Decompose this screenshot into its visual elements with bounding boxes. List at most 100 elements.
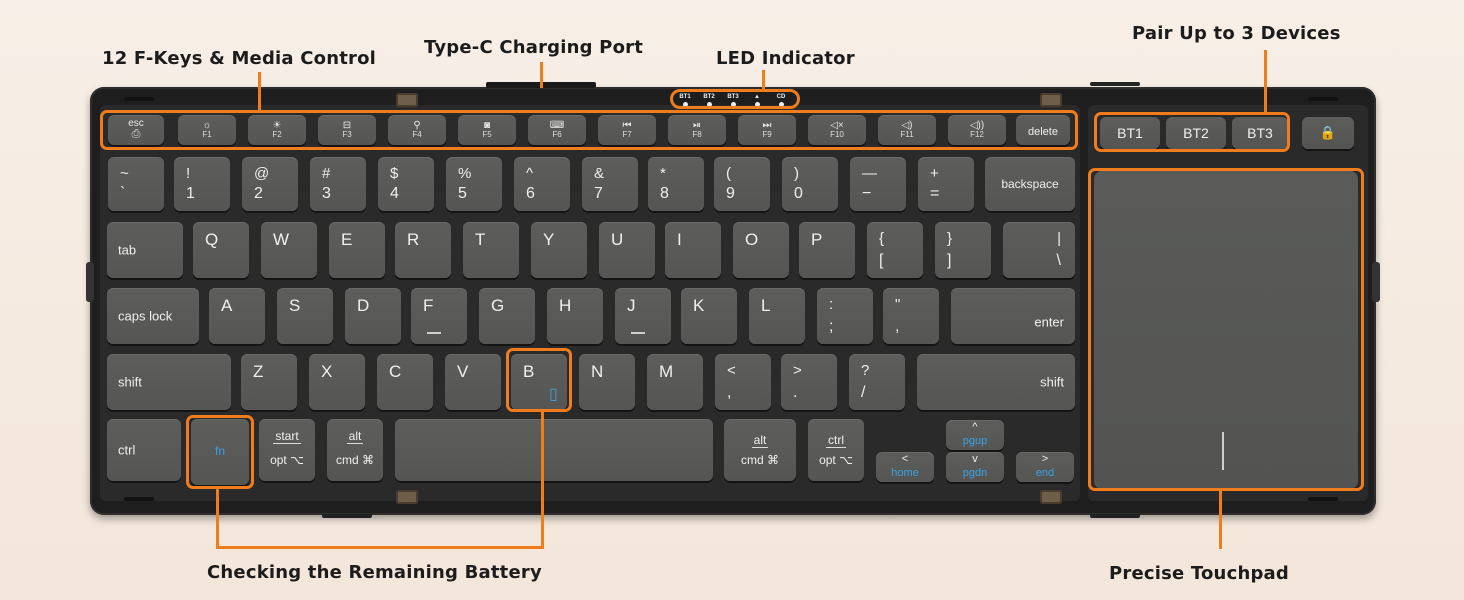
key-i[interactable]: I (665, 222, 721, 278)
key-f11[interactable]: ◁) F11 (878, 115, 936, 145)
key-y[interactable]: Y (531, 222, 587, 278)
key-backspace[interactable]: backspace (985, 157, 1075, 211)
key-num-5[interactable]: % 5 (446, 157, 502, 211)
key-num-6[interactable]: ^ 6 (514, 157, 570, 211)
key-num-7[interactable]: & 7 (582, 157, 638, 211)
key-num-3[interactable]: # 3 (310, 157, 366, 211)
key-space[interactable] (395, 419, 713, 481)
led-bt3: BT3 (724, 94, 742, 107)
lock-button[interactable]: 🔒 (1302, 117, 1354, 149)
key-home[interactable]: < home (876, 452, 934, 482)
key-num-8[interactable]: * 8 (648, 157, 704, 211)
key-v[interactable]: V (445, 354, 501, 410)
side-clip (1372, 262, 1380, 302)
key-punct-0[interactable]: : ; (817, 288, 873, 344)
key-b[interactable]: B▯ (511, 354, 567, 410)
typec-callout-line (540, 62, 543, 88)
key-l[interactable]: L (749, 288, 805, 344)
key-ctrl-left[interactable]: ctrl (107, 419, 181, 481)
key-num-9[interactable]: ( 9 (714, 157, 770, 211)
bt2-button[interactable]: BT2 (1166, 117, 1226, 149)
key-num-4[interactable]: $ 4 (378, 157, 434, 211)
fkey-icon: ⏮ (622, 120, 632, 131)
key-f10[interactable]: ◁× F10 (808, 115, 866, 145)
key-num-2[interactable]: @ 2 (242, 157, 298, 211)
callout-pair: Pair Up to 3 Devices (1132, 23, 1341, 44)
key-alt-cmd-right[interactable]: alt cmd ⌘ (724, 419, 796, 481)
key-tab[interactable]: tab (107, 222, 183, 278)
key-f5[interactable]: ◙ F5 (458, 115, 516, 145)
key-t[interactable]: T (463, 222, 519, 278)
key-f3[interactable]: ⊟ F3 (318, 115, 376, 145)
key-num-12[interactable]: + = (918, 157, 974, 211)
fkey-icon: ⏯ (693, 120, 701, 131)
key-esc[interactable]: esc ⎙ (108, 115, 164, 145)
key-f6[interactable]: ⌨ F6 (528, 115, 586, 145)
key-f12[interactable]: ◁)) F12 (948, 115, 1006, 145)
key-zpunct-1[interactable]: > . (781, 354, 837, 410)
fkey-icon: ☀ (272, 120, 282, 131)
callout-battery: Checking the Remaining Battery (207, 562, 542, 583)
key-z[interactable]: Z (241, 354, 297, 410)
key-g[interactable]: G (479, 288, 535, 344)
key-alt-cmd-left[interactable]: alt cmd ⌘ (327, 419, 383, 481)
key-delete[interactable]: delete (1016, 115, 1070, 145)
key-r[interactable]: R (395, 222, 451, 278)
key-x[interactable]: X (309, 354, 365, 410)
key-bracket-2[interactable]: | \ (1003, 222, 1075, 278)
key-bracket-0[interactable]: { [ (867, 222, 923, 278)
key-n[interactable]: N (579, 354, 635, 410)
key-num-10[interactable]: ) 0 (782, 157, 838, 211)
key-f2[interactable]: ☀ F2 (248, 115, 306, 145)
key-o[interactable]: O (733, 222, 789, 278)
key-enter[interactable]: enter (951, 288, 1075, 344)
key-ctrl-opt-right[interactable]: ctrl opt ⌥ (808, 419, 864, 481)
vent-slot (1308, 497, 1338, 501)
key-a[interactable]: A (209, 288, 265, 344)
key-pgdn[interactable]: v pgdn (946, 452, 1004, 482)
bt1-button[interactable]: BT1 (1100, 117, 1160, 149)
key-h[interactable]: H (547, 288, 603, 344)
key-end[interactable]: > end (1016, 452, 1074, 482)
led-bt2: BT2 (700, 94, 718, 107)
key-capslock[interactable]: caps lock (107, 288, 199, 344)
key-pgup[interactable]: ^ pgup (946, 420, 1004, 450)
key-zpunct-2[interactable]: ? / (849, 354, 905, 410)
key-m[interactable]: M (647, 354, 703, 410)
led-charge: CD (772, 94, 790, 107)
key-bracket-1[interactable]: } ] (935, 222, 991, 278)
key-e[interactable]: E (329, 222, 385, 278)
key-w[interactable]: W (261, 222, 317, 278)
key-p[interactable]: P (799, 222, 855, 278)
key-q[interactable]: Q (193, 222, 249, 278)
key-k[interactable]: K (681, 288, 737, 344)
key-shift-left[interactable]: shift (107, 354, 231, 410)
foot-slot (1090, 514, 1140, 518)
bt3-button[interactable]: BT3 (1232, 117, 1288, 149)
key-num-11[interactable]: — − (850, 157, 906, 211)
key-s[interactable]: S (277, 288, 333, 344)
key-j[interactable]: J (615, 288, 671, 344)
key-shift-right[interactable]: shift (917, 354, 1075, 410)
key-f1[interactable]: ☼ F1 (178, 115, 236, 145)
key-fn[interactable]: fn (191, 419, 249, 485)
chevron-up-icon: ^ (972, 421, 978, 433)
key-f8[interactable]: ⏯ F8 (668, 115, 726, 145)
hinge (1040, 490, 1062, 504)
key-u[interactable]: U (599, 222, 655, 278)
key-f9[interactable]: ⏭ F9 (738, 115, 796, 145)
key-num-0[interactable]: ~ ` (108, 157, 164, 211)
key-c[interactable]: C (377, 354, 433, 410)
key-f7[interactable]: ⏮ F7 (598, 115, 656, 145)
key-f4[interactable]: ⚲ F4 (388, 115, 446, 145)
key-zpunct-0[interactable]: < , (715, 354, 771, 410)
key-f[interactable]: F (411, 288, 467, 344)
key-d[interactable]: D (345, 288, 401, 344)
fkey-icon: ◁) (901, 120, 913, 131)
key-start-opt[interactable]: start opt ⌥ (259, 419, 315, 481)
callout-led: LED Indicator (716, 48, 855, 69)
key-punct-1[interactable]: " , (883, 288, 939, 344)
foot-slot (1090, 82, 1140, 86)
key-num-1[interactable]: ! 1 (174, 157, 230, 211)
touchpad[interactable] (1094, 171, 1358, 489)
